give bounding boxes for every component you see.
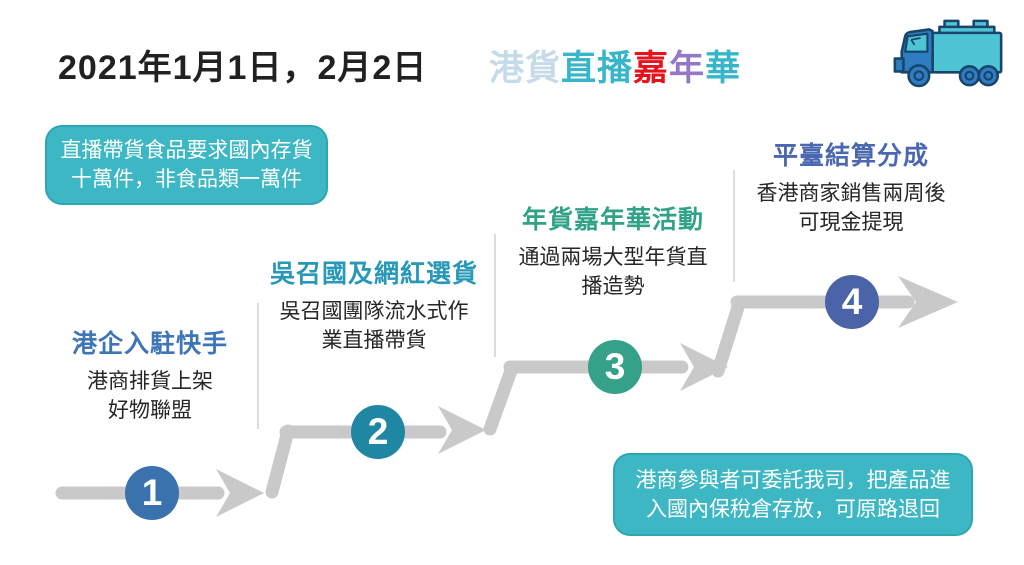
callout-line: 十萬件，非食品類一萬件 <box>71 168 302 191</box>
step-1: 港企入駐快手 港商排貨上架 好物聯盟 <box>40 324 260 425</box>
step-3-title: 年貨嘉年華活動 <box>521 206 704 234</box>
step-circle-2 <box>351 405 405 459</box>
arrow-connector-2 <box>483 361 519 436</box>
callout-line: 直播帶貨食品要求國內存貨 <box>60 139 313 162</box>
date-title: 2021年1月1日，2月2日 <box>58 49 428 87</box>
brand-part-2: 直播 <box>561 49 634 88</box>
column-divider <box>733 170 735 282</box>
callout-line: 港商參與者可委託我司，把產品進 <box>635 468 951 492</box>
step-3: 年貨嘉年華活動 通過兩場大型年貨直 播造勢 <box>494 200 732 301</box>
arrowhead-4 <box>898 276 958 328</box>
callout-bonded-warehouse: 港商參與者可委託我司，把產品進 入國內保稅倉存放，可原路退回 <box>613 453 973 536</box>
step-4-body-line: 香港商家銷售兩周後 <box>756 182 946 205</box>
step-3-body-line: 通過兩場大型年貨直 <box>518 246 708 269</box>
column-divider <box>257 303 259 429</box>
step-circle-1 <box>125 466 179 520</box>
brand-part-4: 年 <box>669 49 706 88</box>
truck-icon <box>893 19 1003 88</box>
step-1-body-line: 港商排貨上架 <box>87 370 213 393</box>
step-4-title: 平臺結算分成 <box>772 142 929 170</box>
step-1-title: 港企入駐快手 <box>71 330 228 358</box>
step-4-body-line: 可現金提現 <box>798 211 904 234</box>
arrow-connector-1 <box>265 424 295 499</box>
step-number-2: 2 <box>367 411 389 452</box>
brand-title: 港貨直播嘉年華 <box>489 40 741 91</box>
arrow-connector-3 <box>711 297 746 378</box>
callout-stock-requirement: 直播帶貨食品要求國內存貨 十萬件，非食品類一萬件 <box>45 125 328 205</box>
step-number-3: 3 <box>604 346 626 387</box>
column-divider <box>494 234 496 357</box>
brand-part-5: 華 <box>705 49 742 88</box>
step-1-body-line: 好物聯盟 <box>108 399 192 422</box>
step-number-4: 4 <box>841 281 863 322</box>
step-2-title: 吳召國及網紅選貨 <box>269 260 478 288</box>
callout-line: 入國內保稅倉存放，可原路退回 <box>646 497 940 521</box>
arrowhead-3 <box>680 343 728 391</box>
step-2-body-line: 吳召國團隊流水式作 <box>279 300 469 323</box>
brand-part-3: 嘉 <box>633 49 670 88</box>
arrowhead-2 <box>438 406 486 454</box>
step-4: 平臺結算分成 香港商家銷售兩周後 可現金提現 <box>734 136 968 237</box>
step-2-body-line: 業直播帶貨 <box>321 329 427 352</box>
brand-part-1: 港貨 <box>489 49 562 88</box>
step-circle-4 <box>825 275 879 329</box>
step-3-body-line: 播造勢 <box>581 275 645 298</box>
step-circle-3 <box>588 340 642 394</box>
step-number-1: 1 <box>141 472 163 513</box>
arrowhead-1 <box>216 469 264 517</box>
step-2: 吳召國及網紅選貨 吳召國團隊流水式作 業直播帶貨 <box>256 254 492 355</box>
